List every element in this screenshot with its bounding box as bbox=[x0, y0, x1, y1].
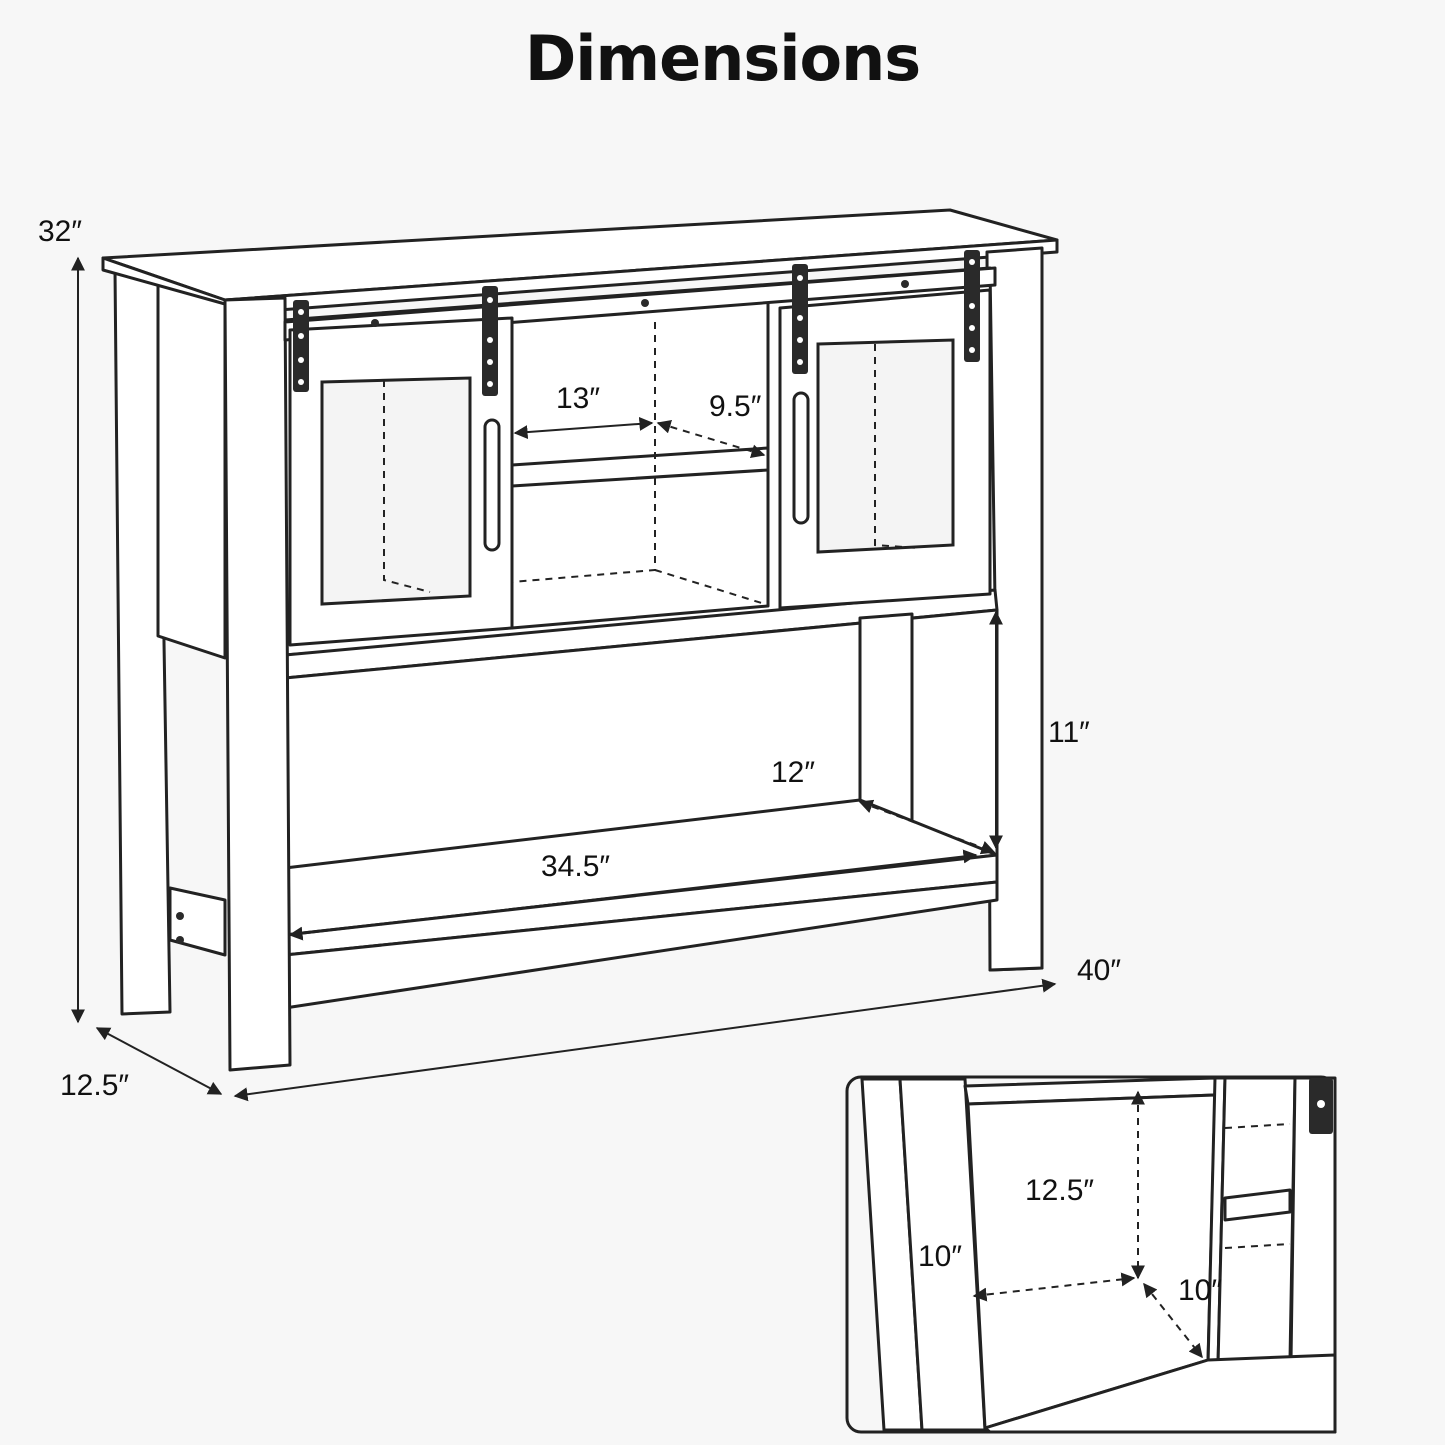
inset-height-label: 12.5″ bbox=[1025, 1174, 1094, 1207]
door-hanger bbox=[293, 300, 309, 392]
inset-depth-arrow bbox=[1143, 1282, 1203, 1359]
hidden-line bbox=[1224, 1243, 1291, 1249]
cabinet bbox=[101, 208, 1059, 1072]
page-title: Dimensions bbox=[524, 22, 921, 95]
shelf-depth-label: 9.5″ bbox=[709, 390, 762, 423]
shelf-depth-arrow bbox=[656, 419, 766, 459]
rail-bolts bbox=[371, 280, 909, 327]
dimension-lines bbox=[71, 256, 1057, 1102]
height-label: 32″ bbox=[38, 215, 82, 248]
left-side-panel bbox=[156, 278, 227, 660]
inset-width-arrow bbox=[972, 1272, 1136, 1302]
right-door-glass bbox=[816, 338, 955, 554]
hidden-line bbox=[874, 344, 919, 549]
inset-side bbox=[898, 1077, 987, 1432]
shelf-width-label: 13″ bbox=[556, 382, 600, 415]
bottom-depth-label: 12″ bbox=[771, 756, 815, 789]
width-label: 40″ bbox=[1077, 954, 1121, 987]
left-door-handle bbox=[483, 418, 501, 552]
left-door-glass bbox=[320, 376, 472, 606]
width-arrow bbox=[233, 978, 1057, 1102]
shelf-width-arrow bbox=[513, 416, 654, 440]
bottom-width-arrow bbox=[288, 849, 978, 941]
screw bbox=[176, 936, 184, 944]
hanger-bolts bbox=[298, 259, 975, 387]
right-door-handle bbox=[792, 391, 810, 525]
depth-label: 12.5″ bbox=[60, 1069, 129, 1102]
inset-depth-label: 10″ bbox=[1178, 1274, 1222, 1307]
inset-detail bbox=[845, 1075, 1337, 1434]
bottom-width-label: 34.5″ bbox=[541, 850, 610, 883]
left-stretcher bbox=[168, 886, 227, 957]
inset-shelf bbox=[1223, 1188, 1292, 1222]
hidden-line bbox=[1224, 1123, 1291, 1129]
screw bbox=[176, 912, 184, 920]
hidden-line bbox=[654, 569, 769, 606]
hidden-line bbox=[383, 380, 431, 593]
inset-width-label: 10″ bbox=[918, 1240, 962, 1273]
inset-base bbox=[983, 1353, 1337, 1434]
clearance-label: 11″ bbox=[1048, 716, 1090, 749]
bottom-depth-arrow bbox=[858, 799, 996, 855]
inset-door bbox=[1216, 1076, 1297, 1367]
front-left-leg bbox=[223, 296, 292, 1072]
depth-arrow bbox=[95, 1027, 223, 1095]
